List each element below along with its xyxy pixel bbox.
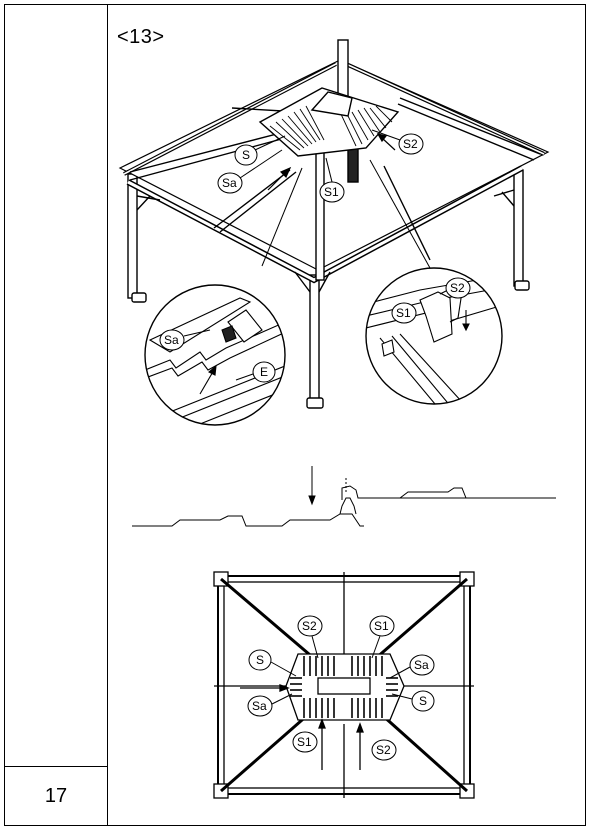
label-s1-detail: S1 (396, 306, 411, 320)
label-s1-plan-bottom: S1 (297, 735, 312, 749)
label-sa-plan-right: Sa (414, 658, 429, 672)
label-s-plan-right: S (419, 694, 428, 708)
step-number: <13> (117, 26, 165, 48)
left-margin-column (4, 4, 108, 826)
label-s2-plan-bottom: S2 (376, 743, 391, 757)
top-part-labels (159, 129, 471, 383)
plan-view (213, 571, 475, 799)
page-frame (4, 4, 586, 826)
plan-part-labels (247, 615, 435, 761)
label-s1-top: S1 (324, 185, 339, 199)
label-s2-detail: S2 (450, 281, 465, 295)
label-sa-detail: Sa (164, 333, 179, 347)
label-sa-top: Sa (222, 176, 237, 190)
corner-braces (136, 189, 515, 293)
label-e-detail: E (260, 365, 269, 379)
label-s1-plan: S1 (374, 619, 389, 633)
label-s2-plan: S2 (302, 619, 317, 633)
slide-arrows (267, 133, 396, 191)
hip-rafters (129, 97, 541, 261)
label-sa-plan-left: Sa (252, 699, 267, 713)
gazebo-3d-view (118, 39, 550, 409)
label-s2-top: S2 (403, 137, 418, 151)
label-s-plan-left: S (256, 653, 265, 667)
panel-overlap-profile (132, 466, 556, 527)
page-number: 17 (4, 766, 108, 826)
label-s-top: S (242, 148, 251, 162)
detail-circle-right (365, 267, 503, 405)
roof-cap (258, 87, 400, 157)
gazebo-posts (127, 169, 530, 409)
